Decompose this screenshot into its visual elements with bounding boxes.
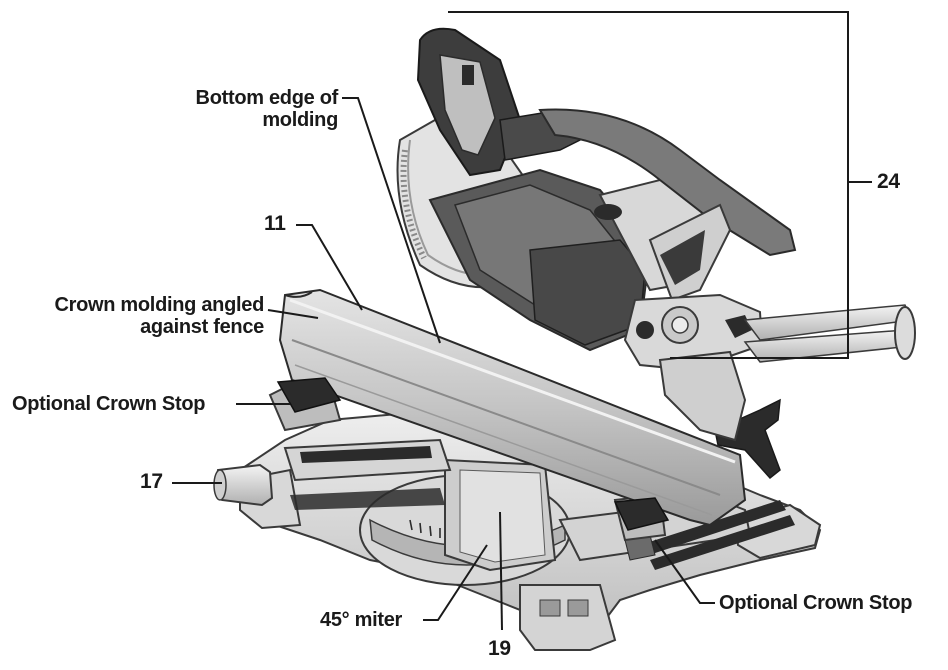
label-45-miter: 45° miter [320,609,403,631]
crown-molding [278,288,747,527]
crown-stops [276,377,670,531]
leader-crown-stop-right [654,539,715,604]
slide-rails [623,293,916,442]
label-crown-angled-line2: against fence [140,316,264,338]
leader-19 [499,511,503,631]
label-bottom-edge: Bottom edge of molding [150,87,339,131]
carry-handle [538,108,797,302]
left-extension [213,438,452,510]
label-17: 17 [140,470,163,493]
label-19: 19 [488,637,511,660]
leader-45-miter [423,544,488,621]
bracket-24-bottom [670,182,849,359]
leader-bottom-edge [342,97,441,344]
label-crown-stop-right: Optional Crown Stop [719,592,913,614]
label-24: 24 [877,170,900,193]
leader-11 [296,224,363,311]
label-crown-angled: Crown molding angled against fence [6,294,264,338]
label-11: 11 [264,212,286,235]
lock-handle [714,398,781,480]
leader-crown-angled [267,309,319,319]
label-bottom-edge-line1: Bottom edge of [195,87,339,109]
leader-lines [172,11,872,631]
label-crown-stop-left: Optional Crown Stop [12,393,206,415]
bracket-24-top [448,11,849,182]
label-crown-angled-line1: Crown molding angled [54,294,264,316]
label-bottom-edge-line2: molding [262,109,338,131]
